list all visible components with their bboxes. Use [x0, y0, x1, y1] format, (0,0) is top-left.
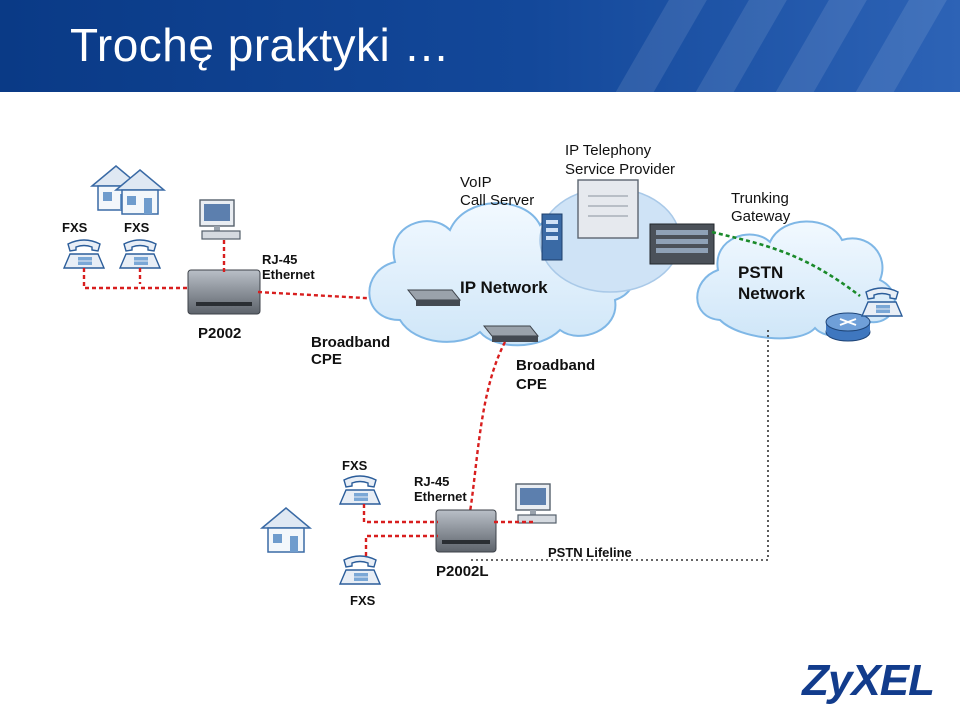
network-label: Network	[738, 284, 806, 303]
phone-icon	[119, 239, 161, 269]
voip-server-icon	[541, 213, 563, 261]
p2002l-label: P2002L	[436, 563, 489, 580]
computer-icon	[199, 199, 241, 240]
fxs-label: FXS	[124, 220, 150, 235]
house-icon	[261, 507, 311, 553]
ip-network-label: IP Network	[460, 278, 548, 297]
fxs-label: FXS	[342, 458, 368, 473]
ethernet-label: Ethernet	[414, 489, 467, 504]
p2002l-device-icon	[435, 509, 497, 553]
phone-icon	[339, 555, 381, 585]
broadband-label: Broadband	[311, 334, 390, 351]
fxs-label: FXS	[62, 220, 88, 235]
service-provider-label: Service Provider	[565, 161, 675, 178]
pstn-network-cloud	[696, 220, 896, 340]
rj45-label: RJ-45	[262, 252, 297, 267]
ethernet-label: Ethernet	[262, 267, 315, 282]
broadband-label: Broadband	[516, 357, 595, 374]
p2002-label: P2002	[198, 325, 241, 342]
trunking-label: Trunking	[731, 190, 789, 207]
call-server-label: Call Server	[460, 192, 534, 209]
phone-icon	[63, 239, 105, 269]
cpe-label: CPE	[516, 376, 547, 393]
broadband-cpe-icon	[482, 325, 540, 342]
red-links-left	[82, 240, 401, 302]
computer-icon	[515, 483, 557, 524]
phone-icon	[861, 287, 903, 317]
pstn-lifeline-label: PSTN Lifeline	[548, 545, 632, 560]
phone-icon	[339, 475, 381, 505]
pstn-lifeline-link	[470, 330, 769, 561]
zyxel-logo: ZyXEL	[802, 656, 935, 705]
fxs-label: FXS	[350, 593, 376, 608]
green-pstn-link	[711, 230, 861, 298]
red-link-cpe	[468, 341, 507, 513]
cpe-label: CPE	[311, 351, 342, 368]
pstn-label: PSTN	[738, 263, 783, 282]
gateway-label: Gateway	[731, 208, 791, 225]
p2002-device-icon	[187, 269, 261, 315]
server-rack-icon	[577, 179, 639, 239]
voip-label: VoIP	[460, 174, 492, 191]
slide-title: Trochę praktyki …	[70, 19, 451, 71]
rj45-label: RJ-45	[414, 474, 449, 489]
header-banner: Trochę praktyki …	[0, 0, 960, 92]
trunking-gateway-icon	[649, 223, 715, 265]
red-links-bottom	[362, 504, 536, 556]
broadband-cpe-icon	[406, 289, 462, 306]
ip-telephony-label: IP Telephony	[565, 142, 652, 159]
router-icon	[825, 312, 871, 342]
